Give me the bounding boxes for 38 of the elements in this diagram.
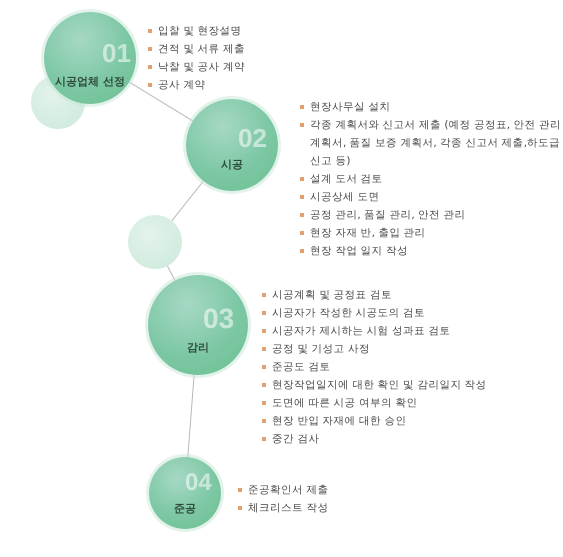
circle-node xyxy=(186,99,278,191)
bullet-item: 시공자가 작성한 시공도의 검토 xyxy=(262,304,557,322)
bullet-item: 설계 도서 검토 xyxy=(300,170,562,188)
step-number: 03 xyxy=(203,305,234,333)
step-number: 04 xyxy=(185,471,212,495)
circle-node xyxy=(148,275,248,375)
bullet-item: 현장 반입 자재에 대한 승인 xyxy=(262,412,557,430)
step-label: 감리 xyxy=(186,340,210,355)
circle-node xyxy=(149,457,221,529)
bullet-item: 공정 관리, 품질 관리, 안전 관리 xyxy=(300,206,562,224)
step-label: 준공 xyxy=(173,501,197,516)
bullet-item: 입찰 및 현장설명 xyxy=(148,22,298,40)
bullet-item: 각종 계획서와 신고서 제출 (예정 공정표, 안전 관리 계획서, 품질 보증 계획서, 각종 신고서 제출,하도급 신고 등) xyxy=(300,116,562,170)
step-number: 01 xyxy=(102,40,131,66)
bullet-item: 현장사무실 설치 xyxy=(300,98,562,116)
connector-line xyxy=(171,180,204,222)
bullet-item: 준공도 검토 xyxy=(262,358,557,376)
bullet-item: 시공자가 제시하는 시험 성과표 검토 xyxy=(262,322,557,340)
bullet-item: 공정 및 기성고 사정 xyxy=(262,340,557,358)
bullet-item: 견적 및 서류 제출 xyxy=(148,40,298,58)
bullet-item: 낙찰 및 공사 계약 xyxy=(148,58,298,76)
bullet-item: 현장 작업 일지 작성 xyxy=(300,242,562,260)
connector-line xyxy=(166,265,176,282)
bullet-item: 공사 계약 xyxy=(148,76,298,94)
step-label: 시공업체 선정 xyxy=(54,74,126,89)
step-label: 시공 xyxy=(220,157,244,172)
bullet-item: 시공상세 도면 xyxy=(300,188,562,206)
bullet-item: 중간 검사 xyxy=(262,430,557,448)
bullet-item: 도면에 따른 시공 여부의 확인 xyxy=(262,394,557,412)
bullet-item: 체크리스트 작성 xyxy=(238,499,388,517)
step-number: 02 xyxy=(238,125,267,151)
bullet-item: 시공계획 및 공정표 검토 xyxy=(262,286,557,304)
bullet-item: 현장 자재 반, 출입 관리 xyxy=(300,224,562,242)
connector-line xyxy=(128,82,194,122)
circle-node xyxy=(44,12,136,104)
bullet-item: 현장작업일지에 대한 확인 및 감리일지 작성 xyxy=(262,376,557,394)
bullet-item: 준공확인서 제출 xyxy=(238,481,388,499)
connector-line xyxy=(187,374,195,458)
